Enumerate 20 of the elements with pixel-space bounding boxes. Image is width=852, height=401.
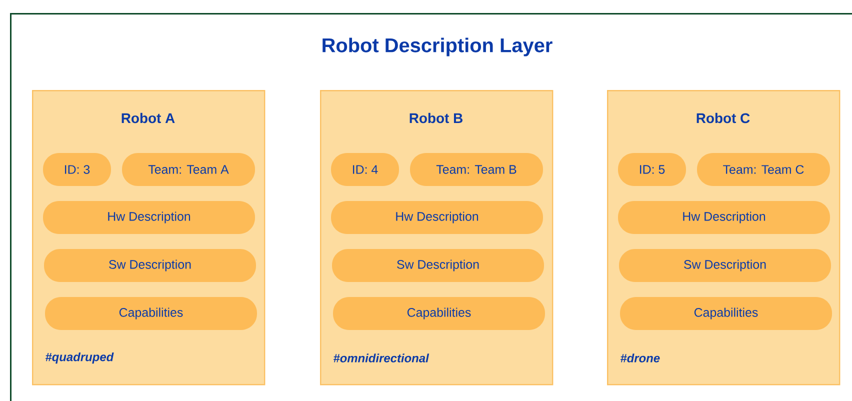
field-pill: Capabilities: [620, 297, 832, 330]
field-pill: Sw Description: [44, 249, 256, 282]
card-heading: Robot A: [122, 112, 175, 124]
field-pill: Sw Description: [619, 249, 831, 282]
field-pill: Hw Description: [331, 201, 543, 234]
layer-title: Robot Description Layer: [322, 38, 552, 56]
tag-text: #quadruped: [46, 352, 114, 364]
field-pill: Sw Description: [332, 249, 544, 282]
tag-text: #omnidirectional: [334, 354, 430, 362]
field-pill: Capabilities: [45, 297, 257, 330]
field-pill: Hw Description: [43, 201, 255, 234]
card-heading: Robot B: [410, 112, 462, 124]
field-pill: Hw Description: [618, 201, 830, 234]
field-pill: Team: Team C: [697, 153, 830, 186]
field-pill: Capabilities: [333, 297, 545, 330]
field-pill: Team: Team B: [410, 153, 543, 186]
tag-text: #drone: [620, 354, 660, 362]
field-pill: Team: Team A: [122, 153, 255, 186]
card-heading: Robot C: [696, 112, 750, 124]
layer-frame: [10, 13, 852, 401]
